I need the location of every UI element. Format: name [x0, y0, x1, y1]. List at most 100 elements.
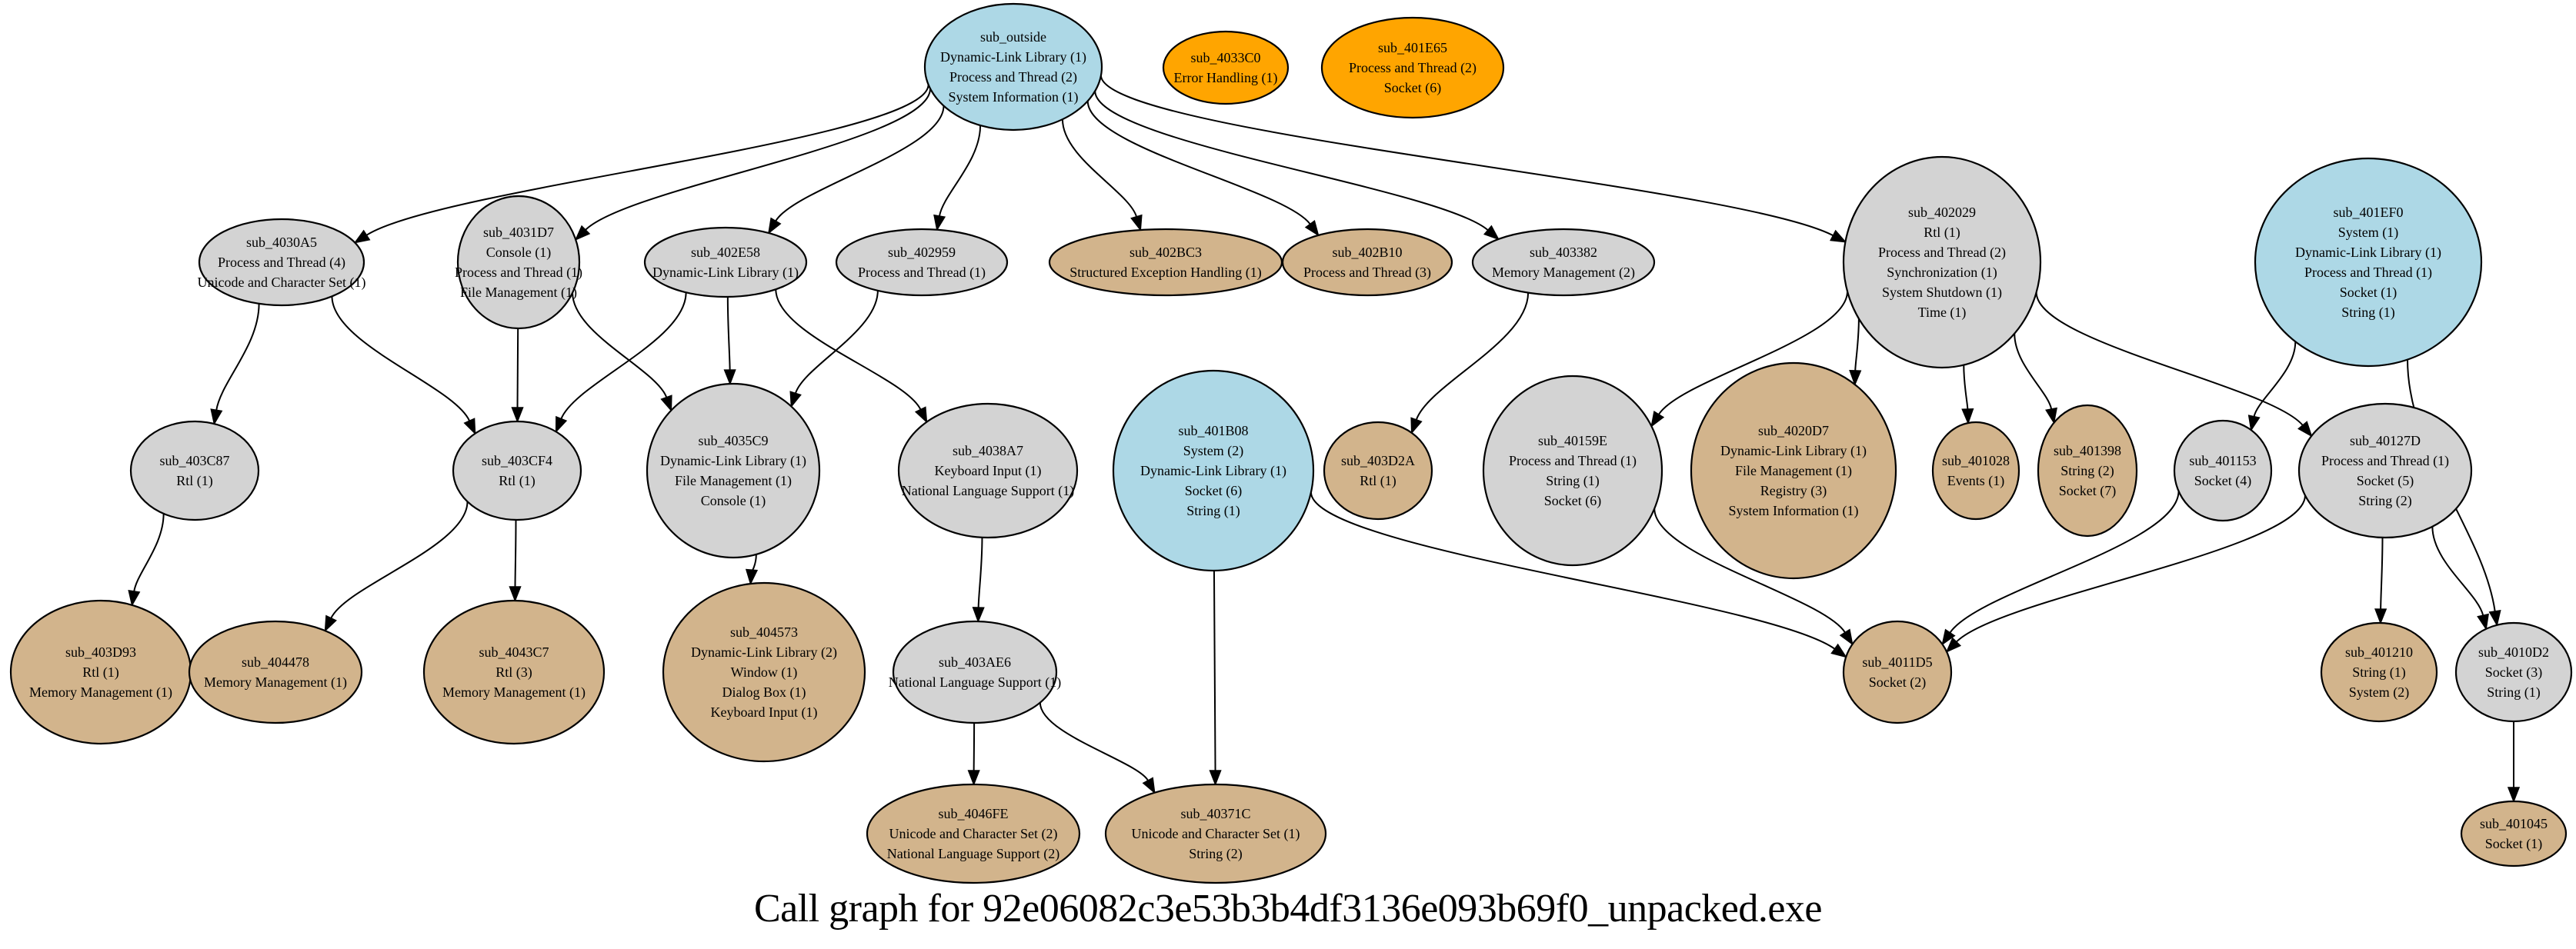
node-ellipse[interactable]: [422, 599, 606, 745]
edge-line: [1415, 292, 1530, 421]
node-ellipse[interactable]: [1048, 228, 1283, 297]
api-category-label: Rtl (1): [82, 664, 119, 681]
node-ellipse[interactable]: [662, 581, 866, 763]
api-category-label: System (2): [2349, 684, 2410, 701]
node-ellipse[interactable]: [452, 420, 582, 521]
node-ellipse[interactable]: [646, 382, 821, 559]
node-name-label: sub_403CF4: [482, 453, 552, 468]
node-ellipse[interactable]: [1842, 620, 1953, 724]
edge-line: [2380, 537, 2384, 610]
node-ellipse[interactable]: [835, 228, 1009, 297]
arrowhead-icon: [353, 229, 371, 244]
node-ellipse[interactable]: [1842, 155, 2042, 369]
node-name-label: sub_4043C7: [479, 644, 549, 660]
node-ellipse[interactable]: [1471, 228, 1656, 297]
node-ellipse[interactable]: [1482, 375, 1663, 567]
node-ellipse[interactable]: [1281, 228, 1453, 297]
node-ellipse[interactable]: [1104, 783, 1327, 884]
edge-sub_outside-to-sub_402B10: [1086, 101, 1320, 237]
node-ellipse[interactable]: [2297, 402, 2473, 539]
api-category-label: National Language Support (2): [887, 846, 1059, 862]
node-ellipse[interactable]: [2454, 621, 2573, 723]
node-ellipse[interactable]: [1320, 16, 1505, 119]
node-ellipse[interactable]: [1162, 30, 1290, 105]
node-ellipse[interactable]: [923, 2, 1103, 132]
api-category-label: String (1): [1186, 503, 1240, 519]
node-ellipse[interactable]: [456, 195, 581, 330]
node-name-label: sub_402029: [1908, 205, 1976, 220]
edge-line: [2035, 292, 2304, 426]
node-ellipse[interactable]: [188, 620, 363, 724]
node-ellipse[interactable]: [2037, 404, 2138, 538]
node-ellipse[interactable]: [1323, 421, 1433, 521]
edge-sub_4031D7-to-sub_4035C9: [572, 292, 672, 412]
edge-line: [726, 296, 731, 371]
node-ellipse[interactable]: [129, 420, 260, 521]
arrowhead-icon: [745, 568, 759, 586]
node-ellipse[interactable]: [2320, 621, 2438, 723]
edge-sub_402029-to-sub_40159E: [1650, 291, 1848, 428]
node-ellipse[interactable]: [2254, 157, 2483, 368]
node-ellipse[interactable]: [1931, 421, 2020, 521]
edge-sub_4031D7-to-sub_403CF4: [511, 328, 524, 424]
node-ellipse[interactable]: [1112, 369, 1315, 572]
api-category-label: Registry (3): [1760, 483, 1827, 499]
api-category-label: File Management (1): [460, 285, 577, 301]
node-ellipse[interactable]: [892, 620, 1058, 724]
node-ellipse[interactable]: [2173, 419, 2273, 522]
api-category-label: Dynamic-Link Library (1): [652, 265, 799, 281]
arrowhead-icon: [2045, 407, 2057, 425]
arrowhead-icon: [2477, 613, 2489, 631]
node-name-label: sub_403D93: [65, 644, 136, 660]
edge-sub_4010D2-to-sub_401045: [2507, 721, 2521, 804]
node-ellipse[interactable]: [1690, 361, 1897, 580]
api-category-label: Socket (2): [1869, 674, 1926, 691]
edge-line: [516, 328, 519, 408]
node-ellipse[interactable]: [198, 218, 365, 307]
node-name-label: sub_402959: [888, 245, 956, 260]
node-ellipse[interactable]: [866, 783, 1081, 884]
node-ellipse[interactable]: [897, 402, 1079, 539]
arrowhead-icon: [914, 406, 928, 424]
node-name-label: sub_4033C0: [1190, 50, 1260, 65]
node-ellipse[interactable]: [2460, 800, 2568, 867]
node-ellipse[interactable]: [643, 226, 808, 298]
api-category-label: Memory Management (1): [204, 674, 347, 691]
api-category-label: Process and Thread (2): [1878, 245, 2006, 261]
